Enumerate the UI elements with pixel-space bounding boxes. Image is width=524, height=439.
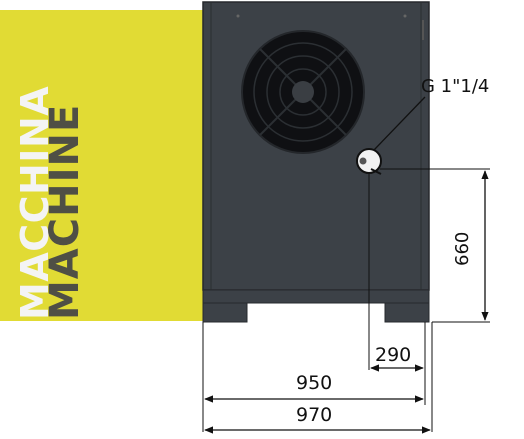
left-foot [202, 302, 248, 323]
dimension-660-label: 660 [452, 231, 473, 266]
dimension-970-label: 970 [296, 404, 333, 426]
fan-icon [241, 30, 365, 154]
machine-label-band [0, 10, 205, 321]
dimension-950-label: 950 [296, 372, 333, 394]
pipe-connection-icon [356, 148, 382, 175]
right-foot [384, 302, 430, 323]
machine-base [202, 289, 430, 304]
connection-size-label: G 1"1/4 [421, 76, 490, 97]
dimension-290-label: 290 [375, 344, 412, 366]
